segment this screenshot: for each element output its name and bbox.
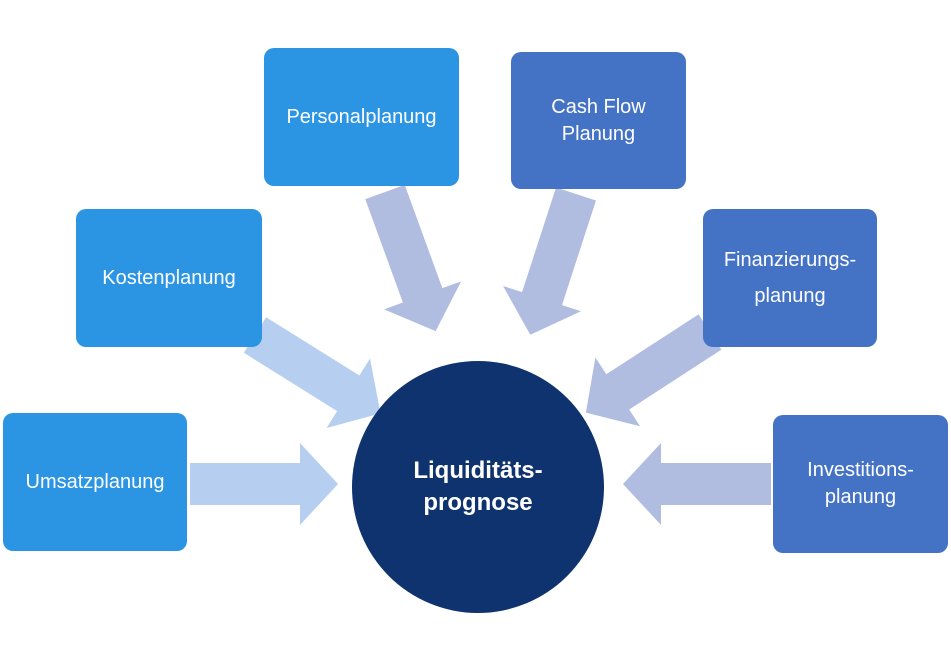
- node-personalplanung-label: Personalplanung: [286, 105, 437, 128]
- center-liquiditaetsprognose: Liquiditäts- prognose: [352, 361, 604, 613]
- center-label: Liquiditäts- prognose: [413, 456, 543, 516]
- node-cashflow-planung: Cash Flow Planung: [511, 52, 686, 189]
- node-personalplanung: Personalplanung: [264, 48, 459, 186]
- arrow-personal: [365, 184, 462, 332]
- node-finanzierungsplanung-label: Finanzierungs- planung: [723, 249, 857, 307]
- arrow-cashflow: [503, 187, 596, 335]
- node-kostenplanung: Kostenplanung: [76, 209, 262, 347]
- node-umsatzplanung: Umsatzplanung: [3, 413, 187, 551]
- node-cashflow-planung-label: Cash Flow Planung: [551, 95, 646, 145]
- arrow-umsatz: [190, 443, 338, 525]
- node-investitionsplanung: Investitions- planung: [773, 415, 948, 553]
- arrow-kosten: [243, 317, 381, 429]
- node-kostenplanung-label: Kostenplanung: [102, 266, 236, 289]
- arrow-investition: [623, 443, 771, 525]
- node-finanzierungsplanung: Finanzierungs- planung: [703, 209, 877, 347]
- node-umsatzplanung-label: Umsatzplanung: [25, 470, 165, 493]
- arrow-finanzierung: [585, 314, 722, 427]
- node-investitionsplanung-label: Investitions- planung: [807, 459, 914, 508]
